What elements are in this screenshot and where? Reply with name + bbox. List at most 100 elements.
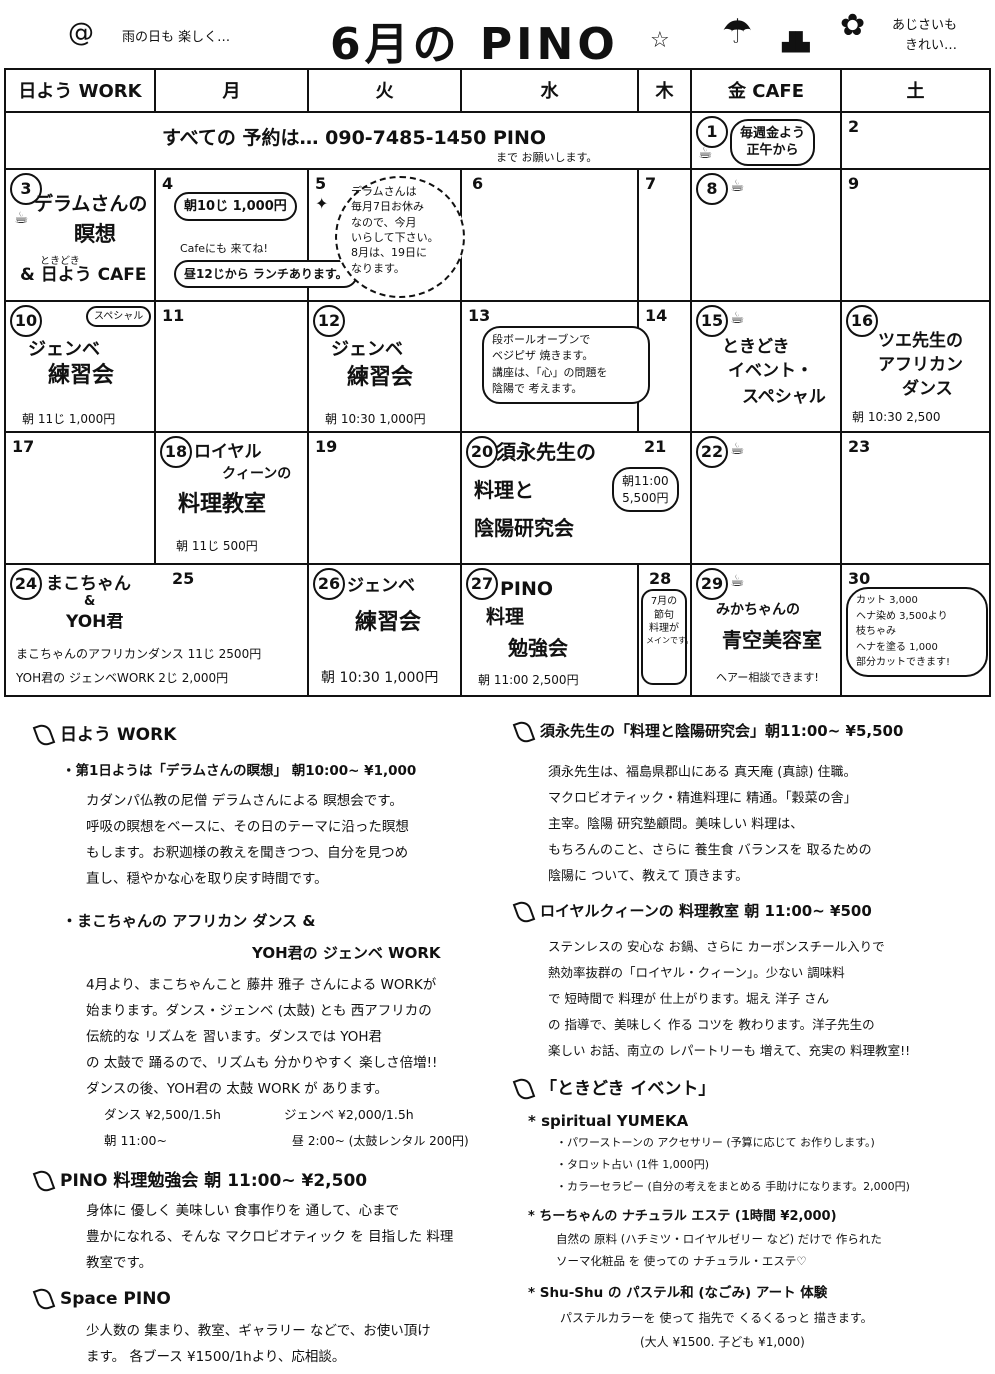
snail-icon: @ xyxy=(68,18,94,48)
day-number: 20 xyxy=(466,436,498,469)
lunch-bubble: 昼12じから ランチあります。 xyxy=(174,259,358,289)
bubble-line: ヘナを塗る 1,000 xyxy=(856,641,938,653)
section-heading-events: 「ときどき イベント」 xyxy=(512,1074,715,1103)
body-line: 主宰。陰陽 研究塾顧問。美味しい 料理は、 xyxy=(548,817,804,832)
day-number: 18 xyxy=(160,436,192,469)
day-cell-30: 30 カット 3,000 ヘナ染め 3,500より 枝ちゃみ ヘナを塗る 1,0… xyxy=(840,563,991,697)
event-title: 須永先生の xyxy=(496,440,596,465)
day-cell-18: 18 ロイヤル クィーンの 料理教室 朝 11じ 500円 xyxy=(154,431,309,566)
day-cell-3: 3 ☕ デラムさんの 瞑想 ときどき & 日よう CAFE xyxy=(4,167,156,302)
section-title: 日よう WORK xyxy=(60,725,177,745)
day-number: 16 xyxy=(846,304,878,337)
day-number: 28 xyxy=(649,569,672,589)
body-line: カダンパ仏教の尼僧 デラムさんによる 瞑想会です。 xyxy=(86,793,403,809)
pizza-bubble: 段ボールオーブンで ベジピザ 焼きます。 講座は、「心」の問題を 陰陽で 考えま… xyxy=(482,325,650,404)
event-title: 練習会 xyxy=(355,610,422,636)
body-line: ソーマ化粧品 を 使っての ナチュラル・エステ♡ xyxy=(556,1254,807,1268)
body-line: の 指導で、美味しく 作る コツを 教わります。洋子先生の xyxy=(548,1017,875,1032)
bubble-line: 段ボールオーブンで xyxy=(492,332,591,346)
bubble-line: ヘナ染め 3,500より xyxy=(856,610,948,622)
event-title: 青空美容室 xyxy=(722,628,822,653)
reservation-cell: すべての 予約は… 090-7485-1450 PINO まで お願いします。 xyxy=(4,110,692,170)
bubble-line: なので、今月 xyxy=(351,215,417,229)
section-title: Space PINO xyxy=(60,1289,171,1309)
star-icon: ☆ xyxy=(650,28,670,53)
body-line: ダンスの後、YOH君の 太鼓 WORK が あります。 xyxy=(86,1081,389,1097)
friday-cafe-bubble: 毎週金よう 正午から xyxy=(730,118,816,166)
event-title: イベント・ xyxy=(728,360,813,381)
day-cell-17: 17 xyxy=(4,431,156,566)
day-number: 10 xyxy=(10,304,42,337)
body-line: ・カラーセラピー (自分の考えをまとめる 手助けになります。2,000円) xyxy=(556,1180,910,1193)
bubble-line: ベジピザ 焼きます。 xyxy=(492,349,594,363)
bubble-line: 講座は、「心」の問題を xyxy=(492,365,608,379)
day-cell-6: 6 xyxy=(460,167,639,302)
day-number: 26 xyxy=(313,568,345,601)
bubble-line: 部分カットできます! xyxy=(856,657,951,669)
day-cell-7: 7 xyxy=(637,167,692,302)
bubble-line: 枝ちゃみ xyxy=(856,626,896,638)
day-number: 21 xyxy=(644,437,667,457)
leaf-icon xyxy=(512,718,536,745)
body-line: の 太鼓で 踊るので、リズムも 分かりやすく 楽しさ倍増!! xyxy=(86,1055,438,1071)
day-cell-19: 19 xyxy=(307,431,462,566)
event-title: 料理と xyxy=(474,478,534,503)
day-number: 9 xyxy=(848,173,860,193)
body-line: ます。 各ブース ¥1500/1hより、応相談。 xyxy=(86,1349,346,1365)
section-body: 4月より、まこちゃんこと 藤井 雅子 さんによる WORKが 始まります。ダンス… xyxy=(86,972,437,1102)
event-title: ジェンベ xyxy=(347,576,415,597)
day-number: 7 xyxy=(645,173,657,193)
weekday-row: 日よう WORK 月 火 水 木 金 CAFE 土 xyxy=(4,68,991,113)
cafe-cup-icon: ☕ xyxy=(698,142,713,162)
event-subheading: * ちーちゃんの ナチュラル エステ (1時間 ¥2,000) xyxy=(528,1209,837,1224)
day-cell-28: 28 7月の 節句 料理が メインです。 xyxy=(637,563,693,697)
meditation-time-bubble: 朝10じ 1,000円 xyxy=(174,191,297,222)
section-body: 少人数の 集まり、教室、ギャラリー などで、お使い頂け ます。 各ブース ¥15… xyxy=(86,1318,431,1370)
header-left-note: 雨の日も 楽しく… xyxy=(122,30,231,45)
day-number: 6 xyxy=(472,173,484,193)
magic-wand-icon: ✦ xyxy=(315,193,329,213)
body-line: ・パワーストーンの アクセサリー (予算に応じて お作りします。) xyxy=(556,1136,875,1149)
section-heading-space: Space PINO xyxy=(32,1285,171,1313)
event-title: まこちゃん xyxy=(46,574,131,595)
price-djembe: ジェンベ ¥2,000/1.5h xyxy=(284,1107,414,1122)
bubble-line: 7月の xyxy=(650,596,678,608)
body-line: 自然の 原料 (ハチミツ・ロイヤルゼリー など) だけで 作られた xyxy=(556,1232,882,1246)
bubble-line: 5,500円 xyxy=(622,490,669,505)
section-heading-cooking-study: PINO 料理勉強会 朝 11:00~ ¥2,500 xyxy=(32,1166,367,1195)
day-cell-13: 13 段ボールオーブンで ベジピザ 焼きます。 講座は、「心」の問題を 陰陽で … xyxy=(460,299,650,434)
event-note: Cafeにも 来てね! xyxy=(180,241,268,255)
cafe-cup-icon: ☕ xyxy=(730,571,745,591)
bubble-line: 8月は、19日に xyxy=(351,246,427,260)
bubble-line: いらして下さい。 xyxy=(351,231,439,245)
body-line: 陰陽に ついて、教えて 頂きます。 xyxy=(548,869,749,884)
body-line: で 短時間で 料理が 仕上がります。堀え 洋子 さん xyxy=(548,991,830,1006)
day-number: 19 xyxy=(315,437,338,457)
bubble-line: デラムさんは xyxy=(351,184,417,198)
body-line: 豊かになれる、そんな マクロビオティック を 目指した 料理 xyxy=(86,1229,454,1245)
special-tag: スペシャル xyxy=(86,305,152,328)
week-row-2: 3 ☕ デラムさんの 瞑想 ときどき & 日よう CAFE 4 朝10じ 1,0… xyxy=(4,167,991,302)
section-body: ・パワーストーンの アクセサリー (予算に応じて お作りします。) ・タロット占… xyxy=(556,1132,910,1198)
bubble-line: 料理が xyxy=(649,623,679,635)
day-cell-4: 4 朝10じ 1,000円 Cafeにも 来てね! 昼12じから ランチあります… xyxy=(154,167,358,302)
body-line: パステルカラーを 使って 指先で くるくるっと 描きます。 xyxy=(560,1311,873,1325)
section-bullet: YOH君の ジェンベ WORK xyxy=(252,944,441,962)
day-cell-29: 29 ☕ みかちゃんの 青空美容室 ヘアー相談できます! xyxy=(690,563,842,697)
event-time: 朝 11:00 2,500円 xyxy=(478,673,579,688)
event-subheading: * Shu-Shu の パステル和 (なごみ) アート 体験 xyxy=(528,1285,828,1301)
leaf-icon xyxy=(32,1285,56,1313)
day-cell-9: 9 xyxy=(840,167,991,302)
cafe-cup-icon: ☕ xyxy=(730,307,745,327)
event-title: 練習会 xyxy=(48,362,115,388)
body-line: マクロビオティック・精進料理に 精通。「穀菜の舎」 xyxy=(548,791,857,806)
section-heading-royal-queen: ロイヤルクィーンの 料理教室 朝 11:00~ ¥500 xyxy=(512,898,872,925)
body-line: 須永先生は、福島県郡山にある 真天庵 (真諒) 住職。 xyxy=(548,765,857,780)
event-title: ロイヤル xyxy=(194,442,262,463)
day-cell-11: 11 xyxy=(154,299,309,434)
event-title: 瞑想 xyxy=(74,221,116,246)
event-title: YOH君 xyxy=(66,612,124,633)
body-line: ・タロット占い (1件 1,000円) xyxy=(556,1158,710,1171)
day-cell-20-21: 20 須永先生の 料理と 陰陽研究会 21 朝11:00 5,500円 xyxy=(460,431,692,566)
weekday-tue: 火 xyxy=(307,68,462,113)
